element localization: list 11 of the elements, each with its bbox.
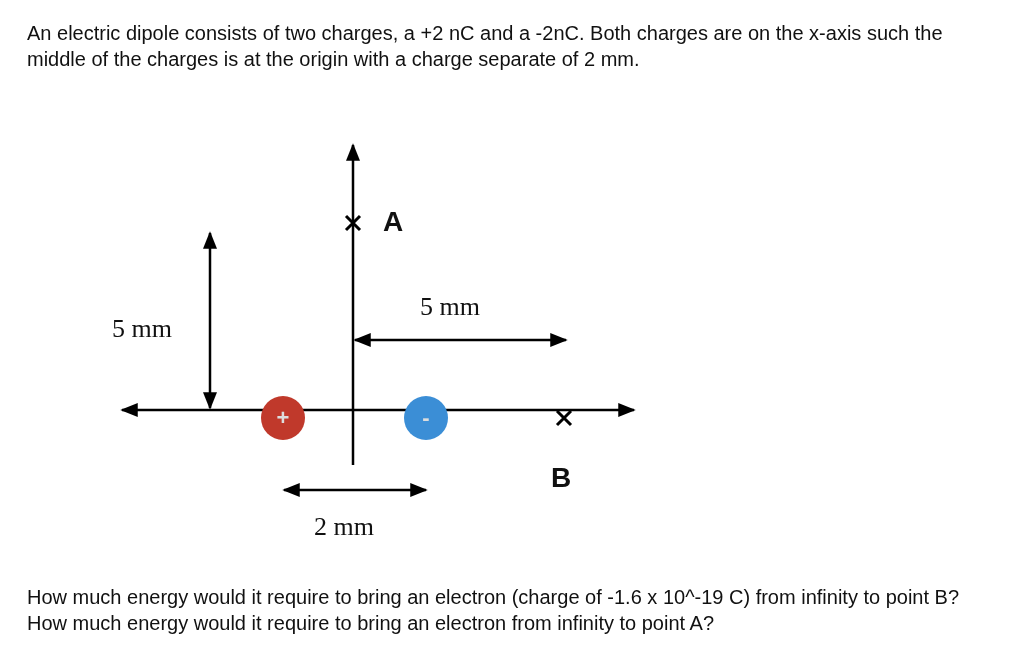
question-text: How much energy would it require to bring an electron (charge of -1.6 x 10^-19 C) from infinity to point B? How much energy would it require to bring an electron from infinity to point A?: [27, 585, 961, 636]
dimension-label: 5 mm: [420, 291, 480, 323]
charge-sign: +: [276, 407, 290, 429]
dimension-label: 5 mm: [112, 313, 172, 345]
point-label: B: [551, 461, 572, 495]
dimension-label: 2 mm: [314, 511, 374, 543]
charge-sign: -: [422, 407, 430, 429]
positive-charge: [261, 396, 305, 440]
problem-text: An electric dipole consists of two charges, a +2 nC and a -2nC. Both charges are on the x-axis such the middle of the charges is at the origin with a charge separate of 2 mm.: [27, 21, 944, 72]
negative-charge: [404, 396, 448, 440]
point-label: A: [383, 205, 404, 239]
